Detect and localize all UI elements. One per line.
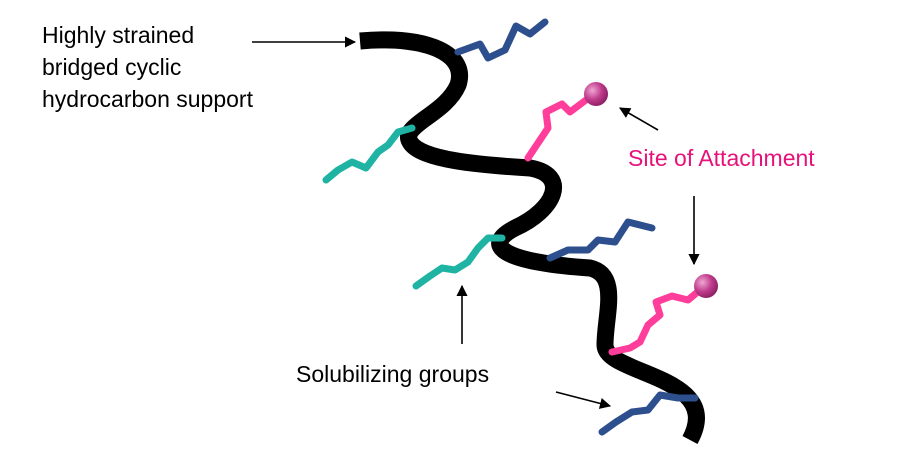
arrow-to-blue-group: [555, 391, 612, 409]
attachment-bead-lower: [694, 274, 718, 298]
support-label-line-3: hydrocarbon support: [42, 86, 253, 112]
hydrocarbon-backbone: [359, 31, 705, 445]
solubilizing-group-teal-upper: [322, 124, 416, 184]
site-of-attachment-label: Site of Attachment: [628, 145, 815, 171]
solubilizing-group-blue-top: [454, 18, 549, 62]
linker-pink-lower: [608, 286, 704, 356]
solubilizing-groups-label: Solubilizing groups: [296, 361, 490, 387]
attachment-bead-upper: [584, 82, 608, 106]
support-label-line-2: bridged cyclic: [42, 54, 182, 80]
solubilizing-group-blue-bottom: [598, 391, 699, 436]
linker-pink-upper: [524, 90, 598, 162]
support-label: Highly strained bridged cyclic hydrocarb…: [42, 19, 253, 115]
support-label-line-1: Highly strained: [42, 22, 195, 48]
solubilizing-group-blue-middle: [546, 218, 656, 262]
arrow-to-upper-bead: [619, 107, 659, 131]
solubilizing-group-teal-lower: [412, 234, 506, 290]
